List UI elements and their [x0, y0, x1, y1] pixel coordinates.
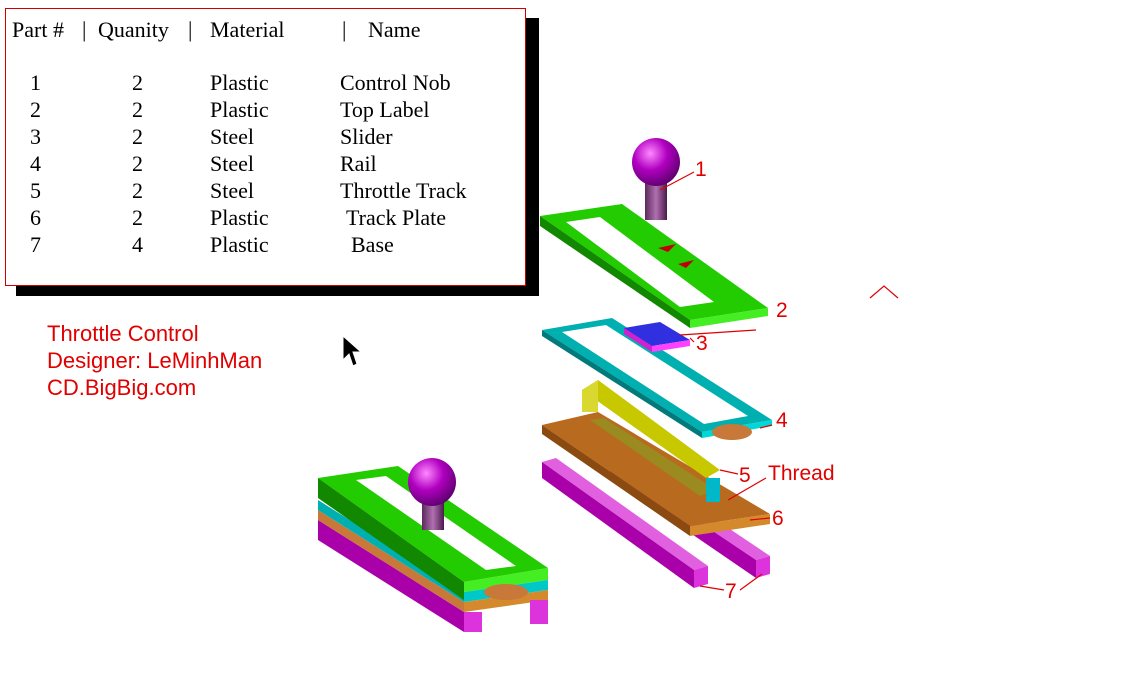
credit-designer: Designer: LeMinhMan	[47, 348, 263, 373]
mouse-cursor-icon	[342, 334, 363, 367]
cell-material: Plastic	[210, 97, 269, 122]
cell-part: 7	[30, 232, 41, 257]
cell-name: Slider	[340, 124, 393, 149]
callout-4: 4	[776, 409, 788, 432]
cell-part: 4	[30, 151, 41, 176]
callouts	[659, 171, 773, 591]
cell-material: Steel	[210, 178, 254, 203]
cell-qty: 2	[132, 205, 143, 230]
cell-qty: 2	[132, 97, 143, 122]
cell-material: Steel	[210, 124, 254, 149]
part-throttle-track	[582, 380, 720, 502]
credits: Throttle Control Designer: LeMinhMan CD.…	[47, 320, 262, 401]
part-top-label	[540, 204, 768, 328]
cell-part: 5	[30, 178, 41, 203]
cell-part: 6	[30, 205, 41, 230]
cell-name: Rail	[340, 151, 377, 176]
cell-name: Top Label	[340, 97, 430, 122]
credit-title: Throttle Control	[47, 321, 199, 346]
cell-qty: 2	[132, 151, 143, 176]
cell-part: 3	[30, 124, 41, 149]
cell-qty: 4	[132, 232, 143, 257]
header-quantity: Quanity	[98, 17, 169, 42]
cell-name: Track Plate	[346, 205, 447, 230]
cell-material: Plastic	[210, 205, 269, 230]
cell-name: Base	[351, 232, 394, 257]
cell-material: Steel	[210, 151, 254, 176]
cell-part: 2	[30, 97, 41, 122]
part-rail	[542, 318, 772, 440]
view-arrow-icon[interactable]	[869, 285, 899, 299]
header-name: Name	[368, 17, 421, 42]
callout-5: 5	[739, 464, 751, 487]
cell-part: 1	[30, 70, 41, 95]
header-material: Material	[210, 17, 285, 42]
callout-7: 7	[725, 580, 737, 603]
cell-qty: 2	[132, 70, 143, 95]
header-part: Part #	[12, 17, 64, 42]
credit-website: CD.BigBig.com	[47, 375, 197, 400]
header-sep: |	[188, 17, 193, 42]
assembled-unit	[318, 458, 548, 632]
cell-qty: 2	[132, 124, 143, 149]
callout-1: 1	[695, 158, 707, 181]
bill-of-materials: Part # | Quanity | Material | Name 1 2 P…	[5, 8, 526, 286]
header-sep: |	[82, 17, 87, 42]
cell-name: Control Nob	[340, 70, 451, 95]
cell-qty: 2	[132, 178, 143, 203]
part-slider	[624, 322, 690, 352]
cell-name: Throttle Track	[340, 178, 467, 203]
header-sep: |	[342, 17, 347, 42]
cell-material: Plastic	[210, 232, 269, 257]
callout-2: 2	[776, 299, 788, 322]
callout-6: 6	[772, 507, 784, 530]
callout-thread: Thread	[768, 462, 835, 485]
part-control-knob	[632, 138, 680, 220]
cell-material: Plastic	[210, 70, 269, 95]
callout-3: 3	[696, 332, 708, 355]
